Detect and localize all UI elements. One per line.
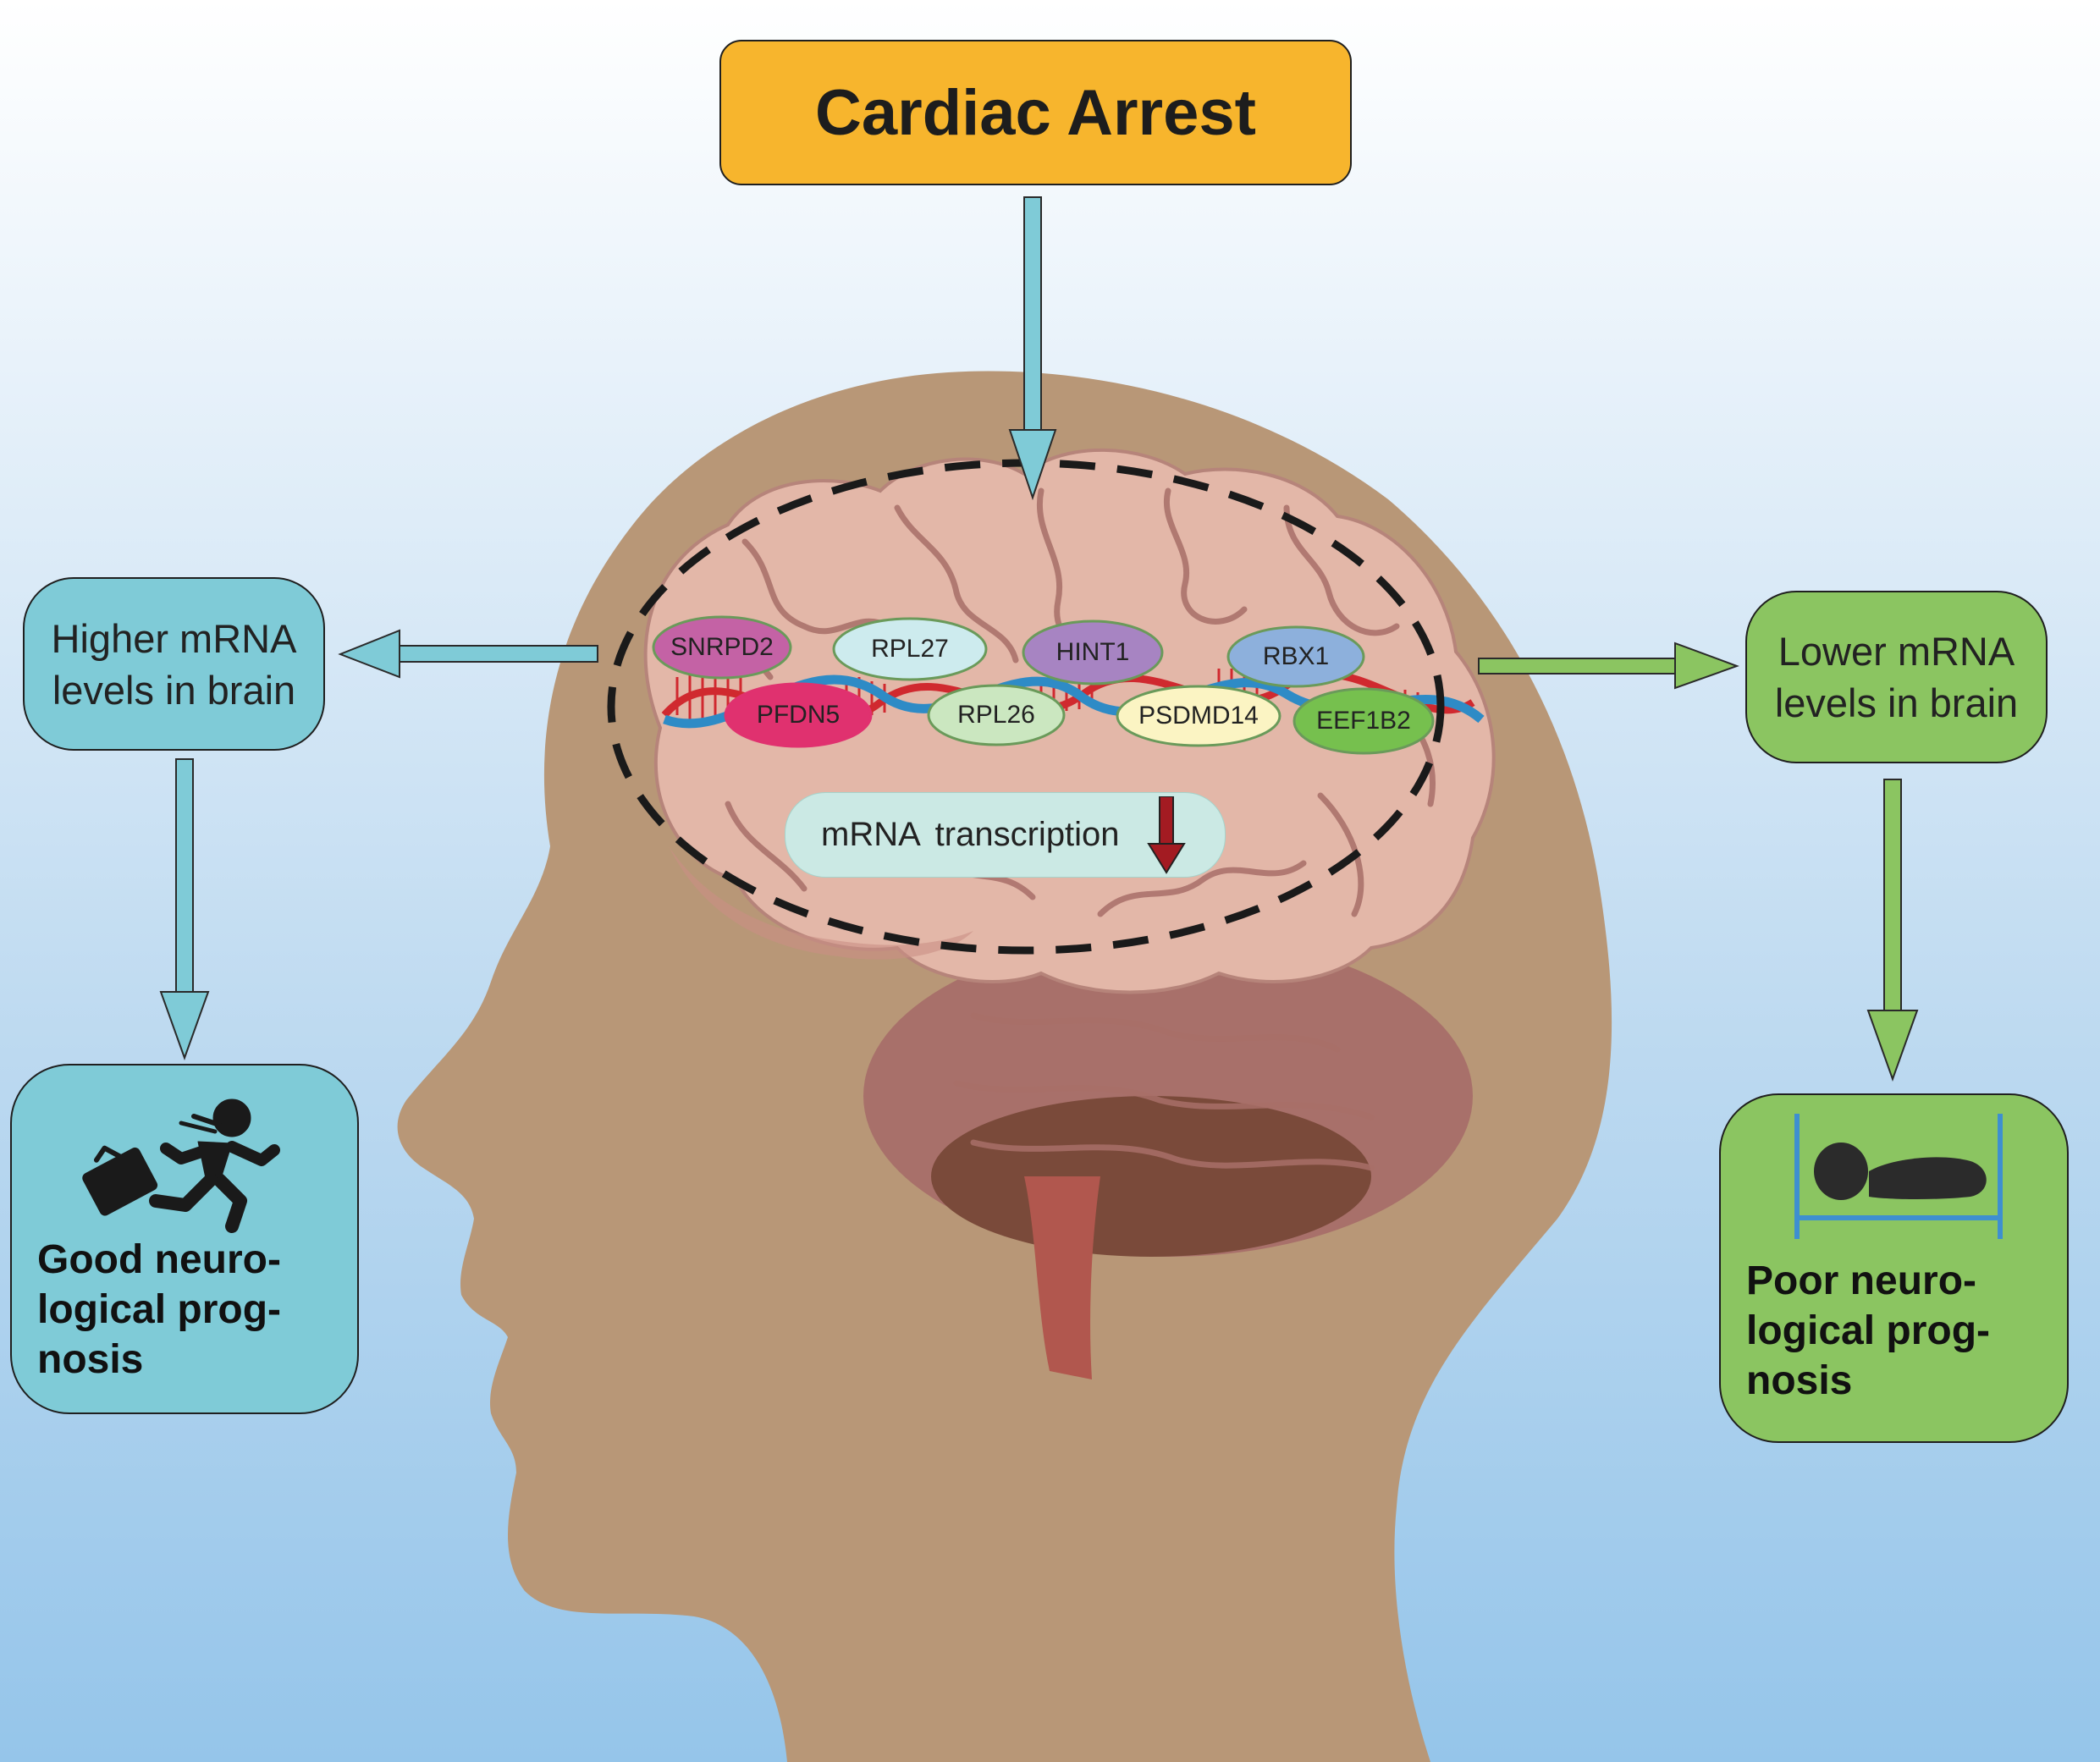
arrow-left-to-higher: [338, 629, 598, 679]
gene-ellipse-rpl26: [927, 684, 1066, 746]
lower-mrna-box: Lower mRNA levels in brain: [1745, 591, 2048, 763]
arrow-down-to-brain: [1008, 196, 1057, 501]
gene-label-rpl26: RPL26: [957, 701, 1035, 729]
down-arrow-icon: [1147, 796, 1186, 874]
higher-mrna-label: Higher mRNA levels in brain: [51, 615, 297, 713]
gene-label-snrpd2: SNRPD2: [670, 633, 774, 661]
gene-ellipse-psdmd14: [1116, 685, 1281, 747]
running-person-with-briefcase-icon: [82, 1098, 280, 1233]
gene-ellipse-rpl27: [832, 617, 988, 681]
gene-ellipse-hint1: [1022, 619, 1164, 686]
arrow-down-to-poor-prognosis: [1866, 779, 1919, 1082]
gene-label-rpl27: RPL27: [871, 635, 949, 663]
mrna-transcription-box: mRNA transcription: [785, 792, 1226, 878]
mrna-transcription-label: mRNA transcription: [821, 816, 1120, 853]
gene-ellipse-eef1b2: [1293, 687, 1435, 755]
gene-label-psdmd14: PSDMD14: [1138, 702, 1259, 730]
title-text: Cardiac Arrest: [815, 76, 1256, 149]
good-prognosis-box: Good neuro- logical prog- nosis: [10, 1064, 359, 1414]
higher-mrna-box: Higher mRNA levels in brain: [23, 577, 325, 751]
gene-label-pfdn5: PFDN5: [756, 701, 841, 729]
cardiac-arrest-box: Cardiac Arrest: [719, 40, 1352, 185]
gene-ellipse-pfdn5: [724, 682, 873, 748]
gene-label-hint1: HINT1: [1056, 638, 1130, 666]
poor-prognosis-label: Poor neuro- logical prog- nosis: [1746, 1258, 1990, 1403]
lower-mrna-label: Lower mRNA levels in brain: [1774, 629, 2019, 725]
arrow-down-to-good-prognosis: [159, 758, 210, 1060]
person-lying-in-bed-icon: [1794, 1114, 2003, 1239]
gene-label-eef1b2: EEF1B2: [1316, 707, 1411, 735]
gene-ellipse-snrpd2: [652, 615, 792, 680]
poor-prognosis-box: Poor neuro- logical prog- nosis: [1719, 1093, 2069, 1443]
good-prognosis-label: Good neuro- logical prog- nosis: [37, 1237, 281, 1382]
gene-label-rbx1: RBX1: [1262, 642, 1330, 670]
gene-ellipse-rbx1: [1226, 625, 1365, 688]
cerebellum: [863, 935, 1473, 1379]
arrow-right-to-lower: [1478, 641, 1739, 690]
